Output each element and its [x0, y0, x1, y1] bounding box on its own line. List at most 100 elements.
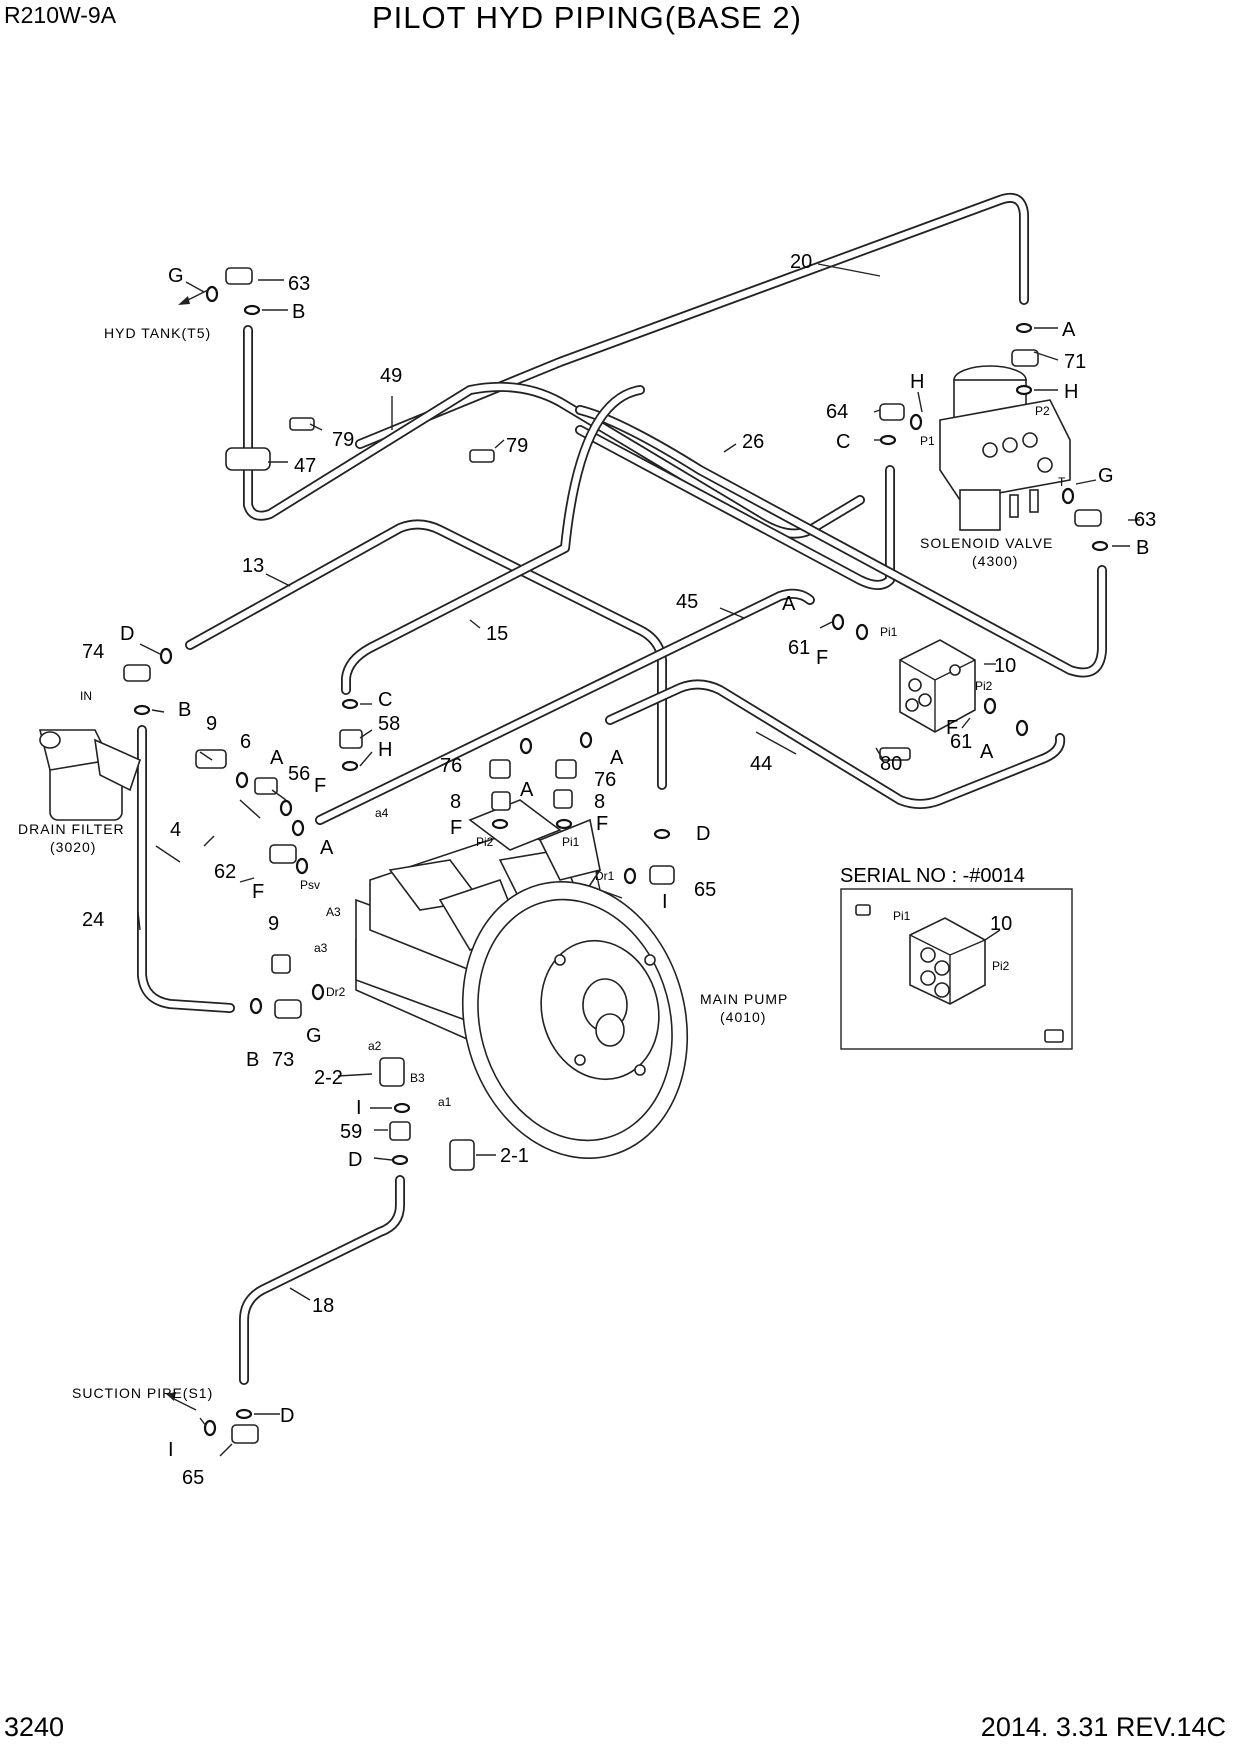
- callout-g: G: [168, 265, 184, 287]
- callout-f: F: [252, 881, 264, 903]
- callout-24: 24: [82, 909, 104, 931]
- callout-73: 73: [272, 1049, 294, 1071]
- callout-80: 80: [880, 753, 902, 775]
- sol-p2-label: P2: [1035, 404, 1050, 418]
- callout-26: 26: [742, 431, 764, 453]
- callout-2-2: 2-2: [314, 1067, 343, 1089]
- serial-inset-box: [840, 888, 1073, 1050]
- callout-b: B: [1136, 537, 1149, 559]
- leader-lines: [137, 263, 1140, 1457]
- pipe-24: [137, 725, 235, 1013]
- port-a3-upper-label: A3: [326, 905, 341, 919]
- callout-58: 58: [378, 713, 400, 735]
- callout-a: A: [980, 741, 994, 763]
- callout-i: I: [356, 1097, 362, 1119]
- port-a3-label: a3: [314, 941, 328, 955]
- callout-8: 8: [594, 791, 605, 813]
- callout-20: 20: [790, 251, 812, 273]
- pipe-15: [341, 385, 645, 695]
- sol-t-label: T: [1058, 475, 1066, 489]
- callout-d: D: [696, 823, 710, 845]
- callout-2-1: 2-1: [500, 1145, 529, 1167]
- direction-arrows: [166, 289, 209, 1411]
- callout-d: D: [348, 1149, 362, 1171]
- callout-47: 47: [294, 455, 316, 477]
- callout-15: 15: [486, 623, 508, 645]
- port-pi2-label: Pi2: [476, 835, 494, 849]
- page-title: PILOT HYD PIPING(BASE 2): [372, 0, 802, 35]
- hyd-tank-caption: HYD TANK(T5): [104, 325, 211, 341]
- callout-79: 79: [332, 429, 354, 451]
- callout-65: 65: [182, 1467, 204, 1489]
- callout-10: 10: [990, 913, 1012, 935]
- callout-h: H: [910, 371, 924, 393]
- port-dr2-label: Dr2: [326, 985, 346, 999]
- port-psv-label: Psv: [300, 878, 320, 892]
- callout-79: 79: [506, 435, 528, 457]
- callout-13: 13: [242, 555, 264, 577]
- callout-g: G: [306, 1025, 322, 1047]
- solenoid-valve-code: (4300): [972, 553, 1018, 569]
- callout-d: D: [120, 623, 134, 645]
- callout-b: B: [178, 699, 191, 721]
- callout-63: 63: [1134, 509, 1156, 531]
- pipe-49-return: [243, 325, 865, 539]
- callout-labels: G 63 B HYD TANK(T5) 49 79 79 47 20 A 71 …: [72, 251, 1156, 1489]
- callout-b: B: [292, 301, 305, 323]
- callout-9: 9: [206, 713, 217, 735]
- main-pump: [355, 799, 689, 1159]
- serial-box-title: SERIAL NO : -#0014: [840, 865, 1025, 887]
- callout-44: 44: [750, 753, 772, 775]
- callout-61: 61: [788, 637, 810, 659]
- callout-f: F: [596, 813, 608, 835]
- port-a1-label: a1: [438, 1095, 452, 1109]
- pipe-18: [239, 1175, 405, 1385]
- block10-pi2-label: Pi2: [975, 679, 993, 693]
- callout-62: 62: [214, 861, 236, 883]
- callout-8: 8: [450, 791, 461, 813]
- callout-76: 76: [440, 755, 462, 777]
- callout-f: F: [816, 647, 828, 669]
- callout-c: C: [378, 689, 392, 711]
- drain-filter-in-label: IN: [80, 689, 92, 703]
- callout-61: 61: [950, 731, 972, 753]
- callout-f: F: [946, 717, 958, 739]
- callout-f: F: [314, 775, 326, 797]
- callout-a: A: [320, 837, 334, 859]
- solenoid-valve: [939, 365, 1071, 531]
- callout-f: F: [450, 817, 462, 839]
- callout-63: 63: [288, 273, 310, 295]
- pipe-45: [315, 588, 815, 825]
- pipe-26: [575, 425, 895, 590]
- callout-c: C: [836, 431, 850, 453]
- callout-45: 45: [676, 591, 698, 613]
- callout-d: D: [280, 1405, 294, 1427]
- callout-a: A: [520, 779, 534, 801]
- suction-pipe-caption: SUCTION PIPE(S1): [72, 1385, 213, 1401]
- pipe-20: [355, 192, 1029, 449]
- callout-a: A: [782, 593, 796, 615]
- callout-h: H: [1064, 381, 1078, 403]
- serial-pi2-label: Pi2: [992, 959, 1010, 973]
- pressure-sensor-2-2: [379, 1057, 405, 1087]
- callout-g: G: [1098, 465, 1114, 487]
- callout-a: A: [270, 747, 284, 769]
- port-b3-label: B3: [410, 1071, 425, 1085]
- callout-b: B: [246, 1049, 259, 1071]
- drain-filter: [38, 729, 141, 821]
- callout-i: I: [662, 891, 668, 913]
- drain-filter-caption: DRAIN FILTER: [18, 821, 125, 837]
- pipe-47-clamp: [225, 447, 271, 471]
- callout-a: A: [610, 747, 624, 769]
- o-rings: [133, 285, 1109, 1437]
- pressure-sensor-2-1: [449, 1139, 475, 1171]
- fittings: [123, 267, 1102, 1444]
- callout-64: 64: [826, 401, 848, 423]
- port-a2-label: a2: [368, 1039, 382, 1053]
- callout-a: A: [1062, 319, 1076, 341]
- main-pump-caption: MAIN PUMP: [700, 991, 788, 1007]
- callout-49: 49: [380, 365, 402, 387]
- block10-pi1-label: Pi1: [880, 625, 898, 639]
- port-a4-label: a4: [375, 806, 389, 820]
